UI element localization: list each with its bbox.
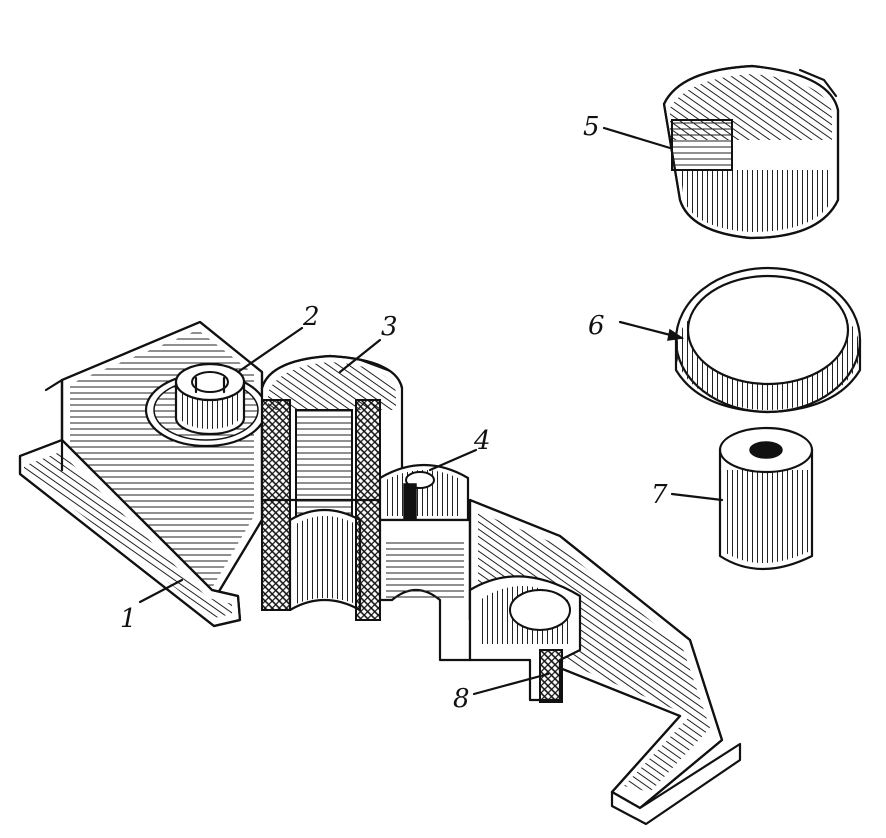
leader-5: [602, 126, 672, 150]
callout-8-label: 8: [453, 684, 470, 714]
callout-6-label: 6: [588, 311, 605, 341]
vent-tube-part: [378, 463, 470, 525]
bushing-part: [718, 426, 814, 570]
callout-2-label: 2: [303, 302, 320, 332]
leader-3: [338, 338, 382, 374]
ring-gasket-part: [674, 266, 862, 414]
callout-4-label: 4: [474, 426, 491, 456]
terminal-boss-part: [144, 362, 268, 448]
filler-cap-section-part: [260, 354, 404, 621]
leader-6-arrow: [667, 328, 685, 341]
socket-part: [468, 575, 582, 703]
callout-5-label: 5: [583, 112, 600, 142]
leader-8: [472, 672, 550, 696]
callout-1-label: 1: [120, 604, 137, 634]
leader-lines: [138, 126, 724, 696]
leader-1: [138, 578, 184, 604]
leader-4: [428, 448, 478, 472]
leader-2: [236, 326, 304, 374]
leader-7: [670, 492, 724, 502]
callout-7-label: 7: [651, 480, 668, 510]
callout-3-label: 3: [381, 312, 398, 342]
threaded-plug-part: [662, 64, 840, 240]
